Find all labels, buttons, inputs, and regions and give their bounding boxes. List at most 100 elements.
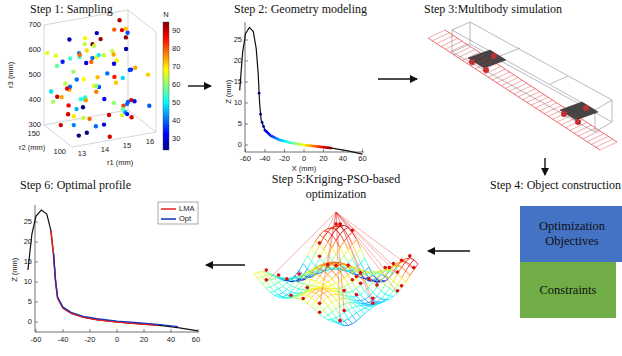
particle (318, 254, 322, 258)
surface-mesh (291, 278, 295, 280)
surface-mesh (393, 281, 397, 284)
surface-mesh (307, 290, 311, 292)
surface-mesh (377, 287, 381, 291)
particle (277, 273, 281, 277)
surface-mesh (275, 282, 279, 284)
rail-tie (553, 111, 570, 119)
flow-arrow (544, 158, 545, 175)
particle (334, 222, 338, 226)
search-line (336, 212, 340, 322)
surface-mesh (291, 280, 295, 281)
sample-dot (102, 122, 106, 126)
surface-mesh (299, 278, 303, 283)
tick-label: 70 (172, 63, 180, 71)
particle (375, 283, 379, 287)
surface-mesh (275, 295, 279, 297)
tick-label: 150 (28, 130, 41, 138)
sample-dot (95, 75, 99, 79)
sample-dot (51, 100, 55, 104)
surface-mesh (291, 292, 295, 293)
surface-mesh (336, 322, 340, 324)
surface-mesh (316, 245, 320, 253)
particle (318, 310, 322, 314)
tick-label: 30 (172, 135, 180, 143)
profile-curve (28, 210, 198, 331)
surface-mesh (328, 295, 332, 297)
surface-mesh (340, 324, 344, 325)
tick-label: 14 (101, 146, 109, 154)
surface-mesh (303, 284, 307, 285)
surface-mesh (295, 281, 299, 282)
surface-mesh (381, 294, 385, 299)
surface-mesh (365, 271, 369, 273)
rail-tie (583, 131, 600, 139)
tick-label: 80 (172, 45, 180, 53)
surface-mesh (361, 310, 365, 314)
surface-mesh (328, 315, 332, 319)
tick (245, 40, 248, 41)
surface-mesh (295, 289, 299, 293)
sample-dot (68, 56, 72, 60)
sample-dot (98, 37, 102, 41)
tick (36, 329, 37, 332)
rail-tie (493, 72, 510, 80)
rail-tie (501, 78, 518, 86)
surface-mesh (307, 296, 311, 298)
surface-mesh (393, 274, 397, 281)
surface-mesh (344, 269, 348, 275)
surface-mesh (385, 299, 389, 301)
particle (338, 222, 342, 226)
surface-mesh (266, 288, 270, 292)
surface-mesh (332, 312, 336, 318)
surface-mesh (311, 274, 315, 280)
surface-mesh (340, 255, 344, 260)
objective-box: Optimization Objectives (520, 206, 622, 262)
surface-mesh (348, 268, 352, 272)
sample-dot (45, 51, 49, 55)
surface-mesh (344, 241, 348, 249)
surface-mesh (332, 228, 336, 230)
surface-mesh (320, 258, 324, 263)
surface-mesh (336, 294, 340, 299)
particle (342, 309, 346, 313)
surface-mesh (398, 262, 402, 267)
surface-mesh (361, 258, 365, 263)
surface-mesh (307, 303, 311, 306)
sample-dot (74, 107, 78, 111)
sample-dot (117, 18, 121, 22)
surface-mesh (340, 294, 344, 298)
sample-dot (112, 62, 116, 66)
surface-mesh (332, 262, 336, 263)
rail-tie (566, 120, 583, 128)
surface-mesh (332, 285, 336, 288)
surface-mesh (361, 248, 365, 258)
surface-mesh (320, 314, 324, 317)
surface-mesh (324, 293, 328, 297)
surface-mesh (307, 256, 311, 261)
surface-mesh (320, 235, 324, 238)
tick-label: 15 (123, 142, 131, 150)
surface-mesh (328, 274, 332, 278)
surface-mesh (377, 303, 381, 304)
surface-mesh (402, 271, 406, 278)
sample-dot (114, 81, 118, 85)
step-title: Step 5:Kriging-PSO-based optimization (256, 172, 416, 202)
particle (338, 319, 342, 323)
tick-label: 600 (29, 46, 42, 54)
tick-label: 15 (234, 78, 242, 86)
surface-mesh (307, 278, 311, 279)
surface-mesh (320, 271, 324, 276)
search-line (266, 212, 336, 282)
surface-mesh (344, 321, 348, 325)
surface-mesh (303, 273, 307, 278)
surface-mesh (311, 290, 315, 292)
lma-curve (51, 230, 158, 325)
surface-mesh (402, 278, 406, 282)
surface-mesh (377, 299, 381, 302)
surface-mesh (270, 280, 274, 285)
surface-mesh (357, 240, 361, 249)
surface-mesh (361, 276, 365, 282)
step-title: Step 3:Multibody simulation (424, 2, 562, 17)
surface-mesh (340, 263, 344, 265)
sample-dot (97, 53, 101, 57)
